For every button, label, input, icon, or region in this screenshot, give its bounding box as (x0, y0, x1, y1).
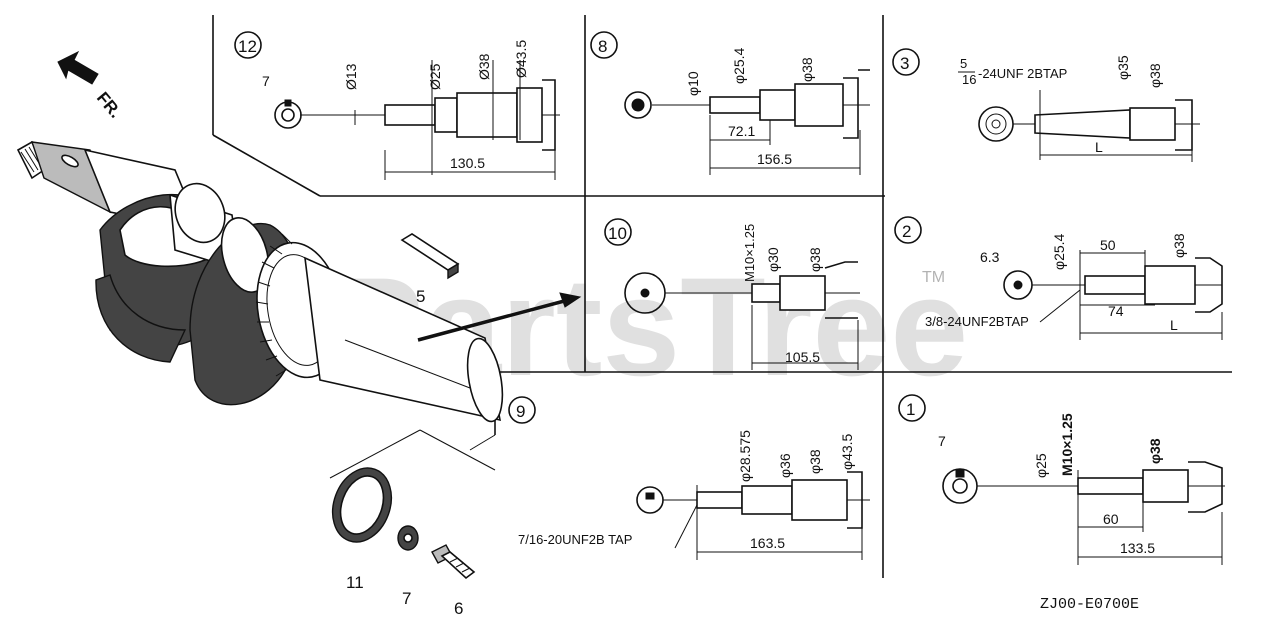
variant-12-ref: 12 (238, 37, 257, 56)
variant-10-dim-1: M10×1.25 (742, 224, 757, 282)
variant-2-ref: 2 (902, 222, 911, 241)
variant-2-dim-2: φ38 (1171, 233, 1187, 258)
variant-2-key-label: 6.3 (980, 249, 1000, 265)
variant-12-length: 130.5 (450, 155, 485, 171)
variant-12-dim-4: Ø43.5 (513, 40, 529, 78)
variant-2-thread: 3/8-24UNF2BTAP (925, 314, 1029, 329)
variant-3-length: L (1095, 139, 1103, 155)
variant-2-len-1: 50 (1100, 237, 1116, 253)
part-5-ref: 5 (416, 287, 425, 306)
variant-1-len-2: 133.5 (1120, 540, 1155, 556)
variant-9-dim-2: φ36 (777, 453, 793, 478)
variant-9-dim-4: φ43.5 (839, 433, 855, 470)
variant-1-key-label: 7 (938, 433, 946, 449)
variant-9-thread: 7/16-20UNF2B TAP (518, 532, 632, 547)
variant-1-ref: 1 (906, 400, 915, 419)
drawing-code: ZJ00-E0700E (1040, 596, 1139, 613)
front-direction-indicator: FR. (57, 50, 125, 122)
variant-12-panel: 12 7 Ø13 Ø25 Ø38 Ø43.5 130.5 (234, 31, 560, 180)
variant-12-dim-2: Ø25 (427, 63, 443, 90)
variant-1-len-1: 60 (1103, 511, 1119, 527)
variant-12-dim-3: Ø38 (476, 53, 492, 80)
part-7-ref: 7 (402, 589, 411, 608)
variant-8-len-1: 72.1 (728, 123, 755, 139)
brand-trademark: TM (922, 269, 945, 286)
part-5-key: 5 (400, 233, 460, 306)
variant-9-dim-1: φ28.575 (737, 430, 753, 482)
variant-9-panel: 9 φ28.575 φ36 φ38 φ43.5 163.5 7/16-20UNF… (508, 396, 870, 560)
variant-1-dim-3: φ38 (1147, 438, 1163, 464)
variant-8-dim-2: φ25.4 (731, 47, 747, 84)
variant-8-len-2: 156.5 (757, 151, 792, 167)
variant-3-ref: 3 (900, 54, 909, 73)
variant-1-dim-1: φ25 (1033, 453, 1049, 478)
variant-3-dim-2: φ38 (1147, 63, 1163, 88)
variant-2-length: L (1170, 317, 1178, 333)
variant-9-ref: 9 (516, 402, 525, 421)
callout-arrow (417, 292, 582, 342)
variant-2-panel: 2 6.3 φ25.4 φ38 50 74 L 3/8-24UNF2BTAP (894, 216, 1223, 340)
variant-3-thread-num: 5 (960, 56, 967, 71)
part-6-ref: 6 (454, 599, 463, 618)
variant-8-dim-3: φ38 (799, 57, 815, 82)
variant-10-ref: 10 (608, 224, 627, 243)
variant-10-length: 105.5 (785, 349, 820, 365)
variant-3-panel: 3 5 16 -24UNF 2BTAP φ35 φ38 L (892, 48, 1200, 162)
variant-1-panel: 1 7 φ25 M10×1.25 φ38 60 133.5 (898, 394, 1225, 565)
variant-3-dim-1: φ35 (1115, 55, 1131, 80)
front-label: FR. (93, 88, 125, 121)
variant-10-dim-2: φ30 (765, 247, 781, 272)
variant-9-dim-3: φ38 (807, 449, 823, 474)
variant-8-dim-1: φ10 (685, 71, 701, 96)
variant-3-thread-den: 16 (962, 72, 976, 87)
front-arrow-icon (57, 50, 99, 85)
part-11-ref: 11 (346, 573, 364, 592)
variant-9-length: 163.5 (750, 535, 785, 551)
variant-2-len-2: 74 (1108, 303, 1124, 319)
variant-3-thread-rest: -24UNF 2BTAP (978, 66, 1067, 81)
variant-2-dim-1: φ25.4 (1051, 233, 1067, 270)
panel-borders (212, 15, 1232, 578)
crankshaft-assembly (16, 140, 504, 423)
variant-12-key-label: 7 (262, 73, 270, 89)
variant-12-dim-1: Ø13 (343, 63, 359, 90)
variant-1-dim-2: M10×1.25 (1059, 413, 1075, 476)
variant-8-ref: 8 (598, 37, 607, 56)
variant-10-panel: 10 M10×1.25 φ30 φ38 105.5 (604, 218, 860, 370)
hardware-parts: 11 7 6 (329, 429, 496, 618)
variant-8-panel: 8 φ10 φ25.4 φ38 72.1 156.5 (590, 31, 870, 175)
variant-10-dim-3: φ38 (807, 247, 823, 272)
